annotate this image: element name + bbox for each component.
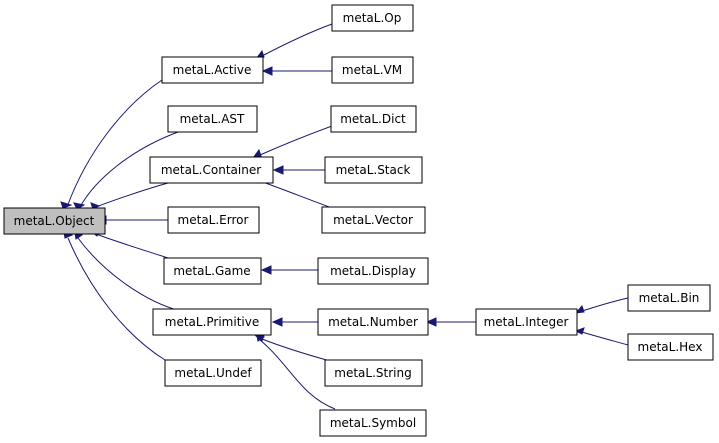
- node-label: metaL.Dict: [340, 112, 406, 126]
- node-active[interactable]: metaL.Active: [161, 56, 264, 84]
- node-layer: metaL.Object metaL.Active metaL.AST meta…: [3, 4, 714, 437]
- node-stack[interactable]: metaL.Stack: [324, 156, 423, 184]
- node-object[interactable]: metaL.Object: [3, 207, 106, 235]
- node-error[interactable]: metaL.Error: [167, 206, 260, 234]
- node-primitive[interactable]: metaL.Primitive: [152, 308, 272, 336]
- node-label: metaL.String: [334, 366, 411, 380]
- edge-integer-to-number: [425, 317, 476, 327]
- node-label: metaL.Bin: [639, 291, 700, 305]
- node-label: metaL.Vector: [333, 213, 413, 227]
- node-game[interactable]: metaL.Game: [163, 257, 262, 285]
- edge-vm-to-active: [261, 66, 332, 76]
- node-label: metaL.Op: [343, 11, 402, 25]
- node-undef[interactable]: metaL.Undef: [164, 359, 262, 387]
- edge-hex-to-integer: [574, 327, 629, 346]
- edge-string-to-primitive: [254, 334, 331, 362]
- edge-number-to-primitive: [271, 317, 318, 327]
- edge-op-to-active: [254, 23, 333, 60]
- node-label: metaL.Symbol: [330, 416, 416, 430]
- node-label: metaL.Object: [14, 214, 95, 228]
- node-hex[interactable]: metaL.Hex: [627, 333, 714, 361]
- node-bin[interactable]: metaL.Bin: [627, 284, 711, 312]
- node-label: metaL.Integer: [484, 315, 569, 329]
- node-label: metaL.VM: [342, 63, 402, 77]
- edge-container-to-object: [90, 182, 169, 210]
- node-label: metaL.Error: [178, 213, 249, 227]
- node-label: metaL.Number: [328, 315, 418, 329]
- node-label: metaL.Container: [161, 163, 261, 177]
- node-label: metaL.AST: [180, 112, 245, 126]
- node-label: metaL.Primitive: [165, 315, 259, 329]
- node-display[interactable]: metaL.Display: [317, 257, 429, 285]
- node-label: metaL.Game: [173, 264, 250, 278]
- node-label: metaL.Active: [173, 63, 252, 77]
- node-op[interactable]: metaL.Op: [331, 4, 414, 32]
- node-dict[interactable]: metaL.Dict: [330, 105, 417, 133]
- node-label: metaL.Undef: [174, 366, 252, 380]
- edge-bin-to-integer: [574, 297, 629, 314]
- node-container[interactable]: metaL.Container: [149, 156, 274, 184]
- node-number[interactable]: metaL.Number: [317, 308, 429, 336]
- edge-display-to-game: [260, 265, 318, 275]
- edge-symbol-to-primitive: [256, 335, 336, 410]
- node-label: metaL.Hex: [638, 340, 703, 354]
- node-string[interactable]: metaL.String: [324, 359, 423, 387]
- edge-active-to-object: [60, 79, 163, 209]
- edge-dict-to-container: [251, 125, 333, 159]
- edge-stack-to-container: [272, 165, 325, 175]
- edge-error-to-object: [95, 215, 168, 225]
- edge-undef-to-object: [63, 231, 166, 361]
- node-symbol[interactable]: metaL.Symbol: [319, 409, 427, 437]
- node-label: metaL.Display: [330, 264, 416, 278]
- node-ast[interactable]: metaL.AST: [167, 105, 258, 133]
- node-vm[interactable]: metaL.VM: [331, 56, 414, 84]
- node-integer[interactable]: metaL.Integer: [475, 308, 578, 336]
- node-label: metaL.Stack: [336, 163, 411, 177]
- node-vector[interactable]: metaL.Vector: [321, 206, 426, 234]
